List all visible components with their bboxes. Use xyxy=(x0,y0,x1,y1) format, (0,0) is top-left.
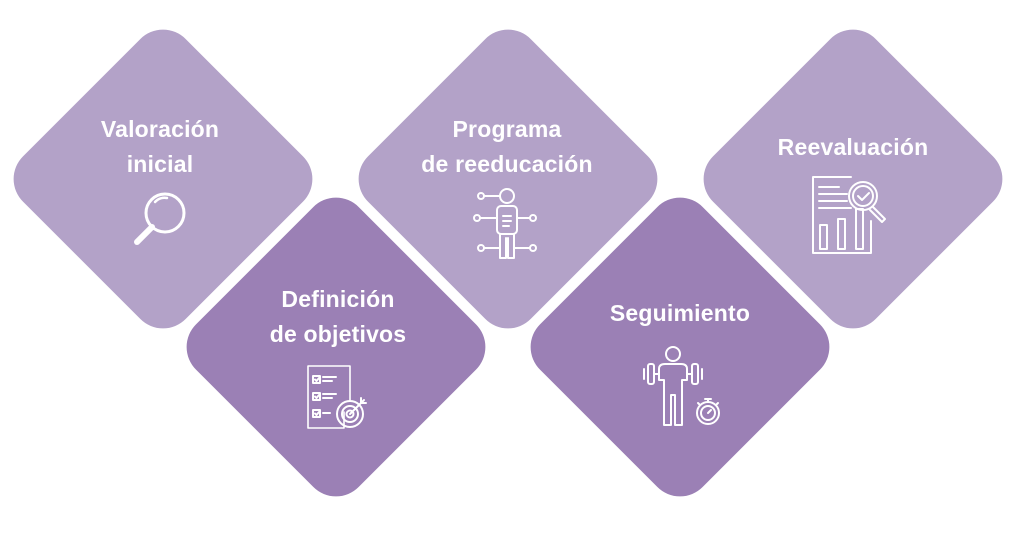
step-valoracion: Valoración inicial xyxy=(30,112,290,250)
report-analysis-icon xyxy=(812,176,886,254)
checklist-target-icon xyxy=(307,365,367,429)
step-title: Reevaluación xyxy=(723,130,983,165)
title-line: Seguimiento xyxy=(609,300,751,326)
step-title: Definición de objetivos xyxy=(208,282,468,352)
step-programa: Programa de reeducación xyxy=(377,112,637,262)
step-title: Seguimiento xyxy=(550,296,810,331)
title-line: inicial xyxy=(126,151,194,177)
step-title: Valoración inicial xyxy=(30,112,290,182)
step-reevaluacion: Reevaluación xyxy=(723,130,983,259)
step-seguimiento: Seguimiento xyxy=(550,296,810,429)
magnifier-icon xyxy=(134,192,186,245)
title-line: Reevaluación xyxy=(777,134,929,160)
title-line: de objetivos xyxy=(269,321,407,347)
title-line: Programa xyxy=(452,116,562,142)
title-line: Valoración xyxy=(100,116,220,142)
step-definicion: Definición de objetivos xyxy=(208,282,468,434)
step-title: Programa de reeducación xyxy=(377,112,637,182)
title-line: Definición xyxy=(281,286,395,312)
title-line: de reeducación xyxy=(421,151,593,177)
weightlifting-stopwatch-icon xyxy=(643,346,720,426)
body-network-icon xyxy=(473,188,537,259)
